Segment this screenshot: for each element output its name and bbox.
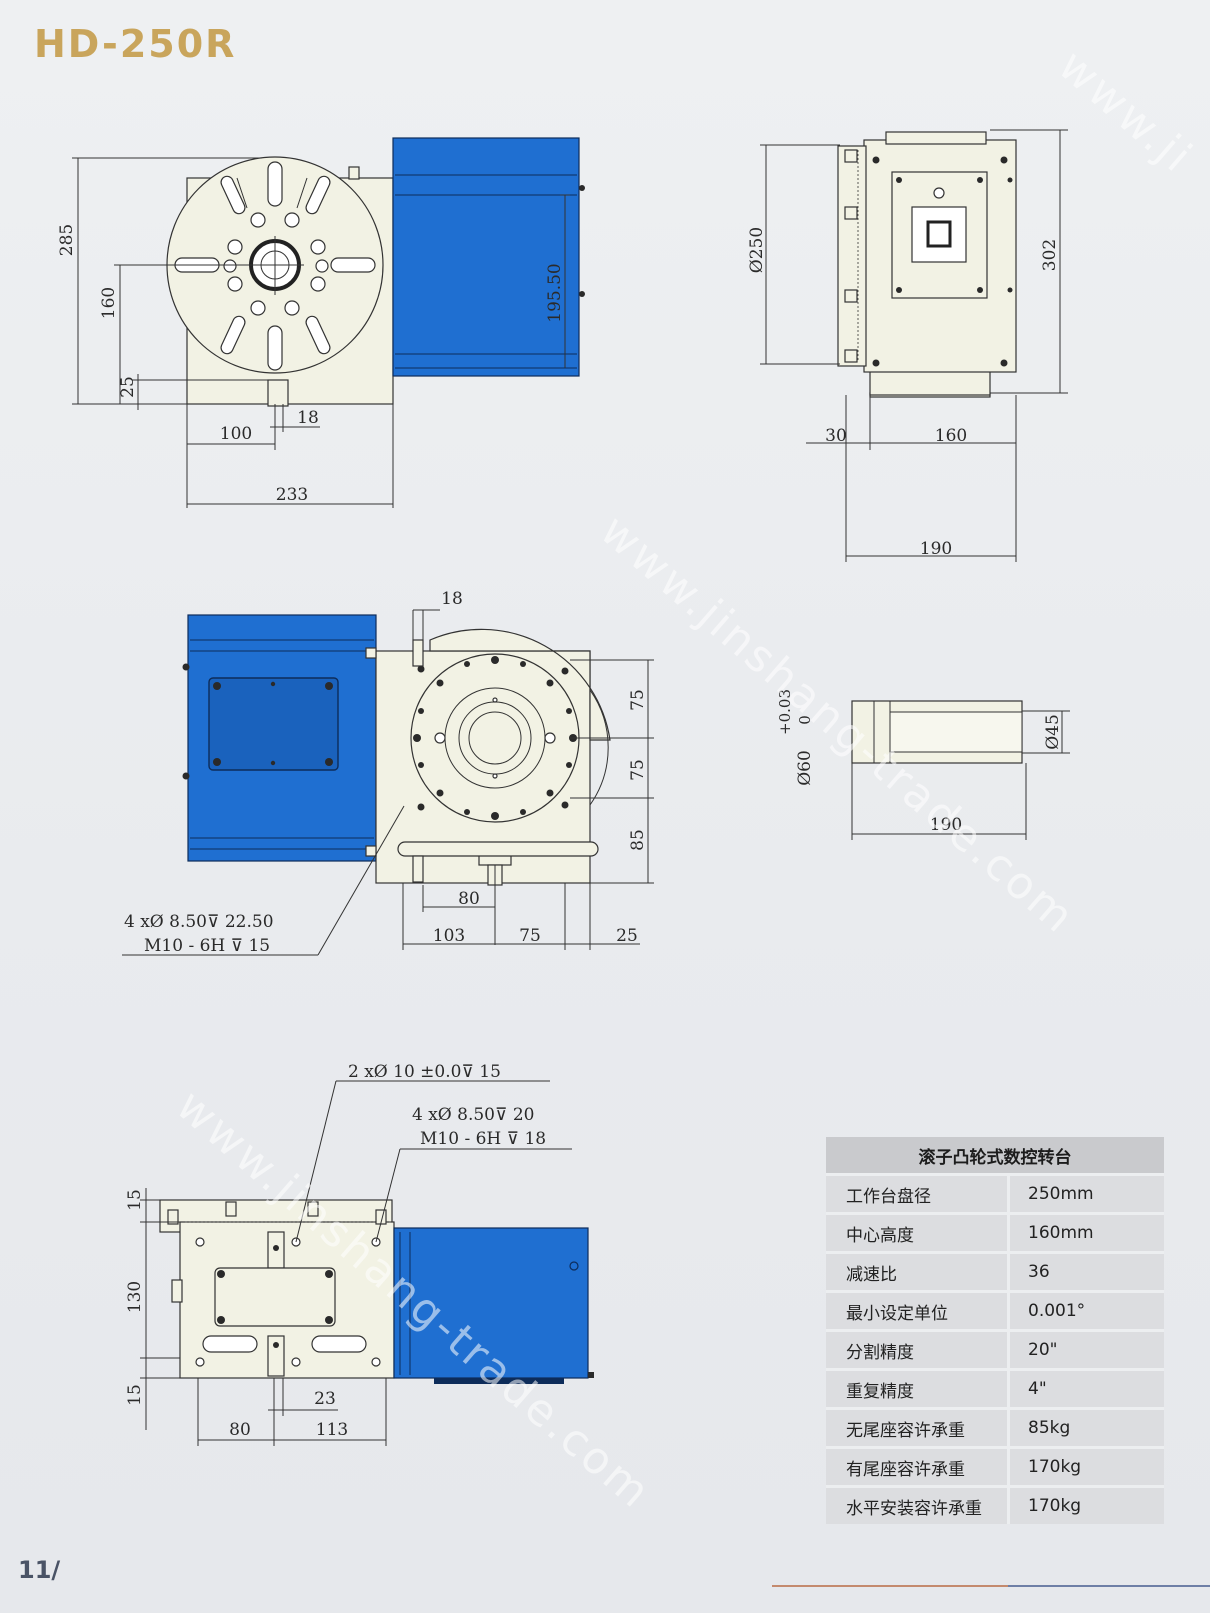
dim-25-top: 25 [616,926,638,946]
page-number: 11/ [18,1556,61,1584]
top-view: 18 75 75 85 80 103 75 25 4 xØ 8.50⊽ 22.5… [122,589,654,956]
spec-value: 4" [1008,1368,1164,1409]
dim-302: 302 [1040,239,1060,271]
dim-103: 103 [433,926,465,946]
dim-80-top: 80 [458,889,480,909]
spec-value: 170kg [1008,1485,1164,1524]
dim-dia-250: Ø250 [747,227,767,273]
dim-23: 23 [314,1389,336,1409]
front-view: 285 160 25 195.50 100 18 233 [57,137,585,508]
spec-value: 36 [1008,1251,1164,1292]
dim-130: 130 [125,1281,145,1313]
spec-label: 中心高度 [826,1212,1010,1253]
tol-plus: +0.03 [776,689,794,735]
dim-85: 85 [628,829,648,851]
spec-label: 减速比 [826,1251,1010,1292]
dim-25: 25 [118,376,138,398]
footer-rule-left [772,1585,1008,1587]
side-view: Ø250 302 30 160 190 [747,129,1068,562]
model-title: HD-250R [34,22,237,66]
dim-190-shaft: 190 [930,815,962,835]
hole-note-bottom-line2: M10 - 6H ⊽ 18 [420,1129,546,1149]
dim-dia-45: Ø45 [1043,714,1063,750]
dim-190-side: 190 [920,539,952,559]
dim-195-50: 195.50 [545,263,565,322]
spec-label: 最小设定单位 [826,1290,1010,1331]
hole-note-line2: M10 - 6H ⊽ 15 [144,936,270,956]
spec-label: 重复精度 [826,1368,1010,1409]
spec-value: 20" [1008,1329,1164,1370]
dim-18-front: 18 [297,408,319,428]
dim-15-top: 15 [125,1189,145,1211]
dim-18-top: 18 [441,589,463,609]
hole-note-bottom-line1: 4 xØ 8.50⊽ 20 [412,1105,534,1125]
hole-note-dowel: 2 xØ 10 ±0.0⊽ 15 [348,1062,501,1082]
dim-285: 285 [57,224,77,256]
dim-80-bottom: 80 [229,1420,251,1440]
spec-label: 分割精度 [826,1329,1010,1370]
spec-value: 250mm [1008,1173,1164,1214]
spec-label: 水平安装容许承重 [826,1485,1010,1524]
spec-value: 85kg [1008,1407,1164,1448]
tol-zero: 0 [796,715,814,725]
dim-30: 30 [825,426,847,446]
spec-table-title: 滚子凸轮式数控转台 [826,1137,1164,1175]
dim-15-bottom: 15 [125,1384,145,1406]
dim-100: 100 [220,424,252,444]
spec-label: 工作台盘径 [826,1173,1010,1214]
dim-233: 233 [276,485,308,505]
dim-75-upper: 75 [628,689,648,711]
hole-note-line1: 4 xØ 8.50⊽ 22.50 [124,912,274,932]
spec-label: 无尾座容许承重 [826,1407,1010,1448]
dim-75-bottom: 75 [519,926,541,946]
spec-value: 160mm [1008,1212,1164,1253]
spec-value: 0.001° [1008,1290,1164,1331]
shaft-detail: +0.03 0 Ø60 Ø45 190 [776,689,1070,840]
dim-160-side: 160 [935,426,967,446]
dim-113: 113 [316,1420,348,1440]
dim-160: 160 [99,287,119,319]
dim-dia-60: Ø60 [795,750,815,786]
dim-75-lower: 75 [628,759,648,781]
spec-value: 170kg [1008,1446,1164,1487]
bottom-view: 15 130 15 23 80 113 2 xØ 10 ±0.0⊽ 15 4 x… [125,1062,594,1446]
footer-rule-right [1008,1585,1210,1587]
spec-label: 有尾座容许承重 [826,1446,1010,1487]
